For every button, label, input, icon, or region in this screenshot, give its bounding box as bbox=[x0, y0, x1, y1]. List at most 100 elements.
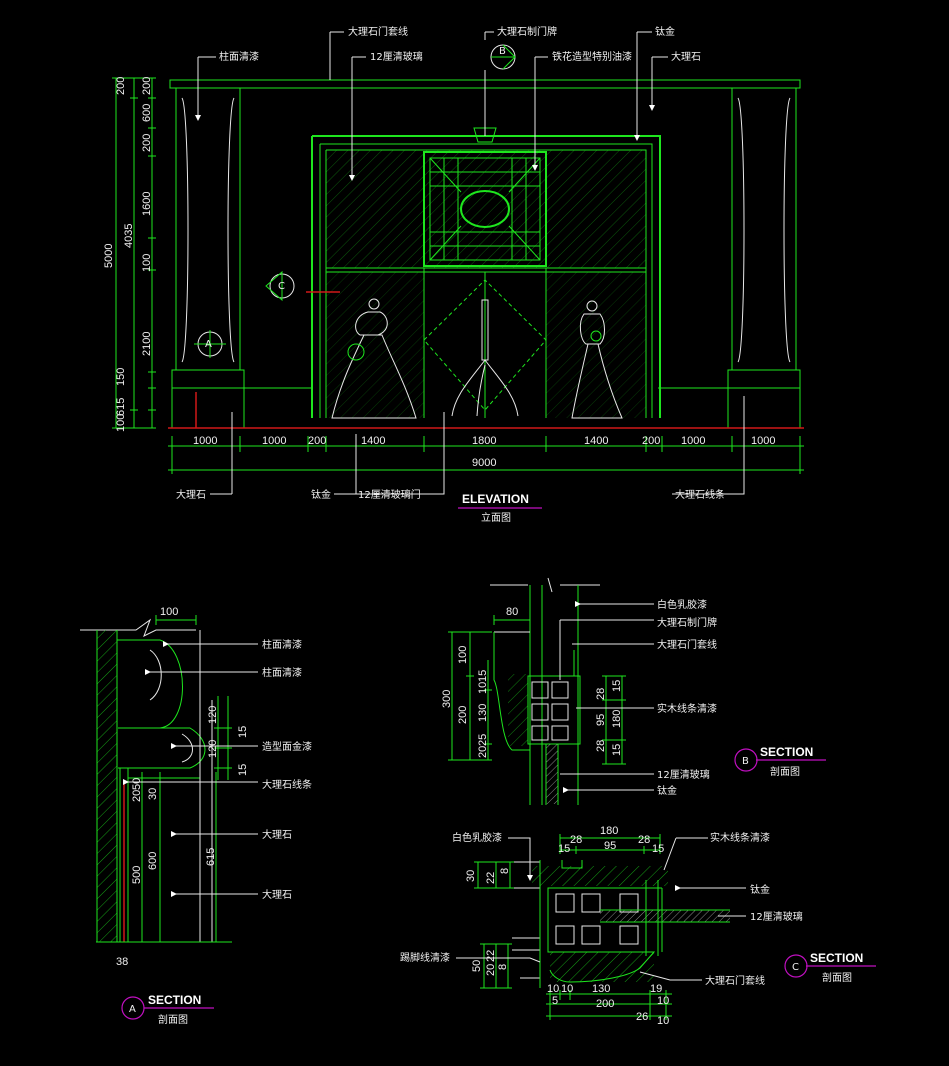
svg-text:12厘清玻璃: 12厘清玻璃 bbox=[657, 768, 710, 781]
svg-text:20: 20 bbox=[485, 964, 497, 976]
svg-text:1600: 1600 bbox=[141, 192, 153, 216]
svg-text:10: 10 bbox=[477, 682, 489, 694]
elevation-bottom-dimensions bbox=[168, 436, 804, 474]
ironwork-panel bbox=[423, 151, 547, 267]
svg-text:10: 10 bbox=[657, 1015, 669, 1027]
elevation-bottom-labels: 大理石 钛金 12厘清玻璃门 大理石线条 bbox=[176, 396, 745, 501]
svg-text:95: 95 bbox=[595, 714, 607, 726]
svg-text:B: B bbox=[499, 46, 506, 57]
bride-figure-left bbox=[331, 298, 417, 419]
svg-text:1400: 1400 bbox=[361, 435, 385, 447]
svg-text:15: 15 bbox=[652, 843, 664, 855]
svg-text:钛金: 钛金 bbox=[657, 784, 677, 797]
svg-text:造型面金漆: 造型面金漆 bbox=[262, 740, 312, 753]
svg-text:200: 200 bbox=[141, 77, 153, 95]
svg-text:500: 500 bbox=[131, 866, 143, 884]
svg-text:1400: 1400 bbox=[584, 435, 608, 447]
svg-text:15: 15 bbox=[611, 744, 623, 756]
svg-text:80: 80 bbox=[506, 606, 518, 618]
svg-text:4035: 4035 bbox=[123, 224, 135, 248]
svg-text:实木线条清漆: 实木线条清漆 bbox=[657, 702, 717, 715]
section-c-drawing: 180 15 28 95 28 15 30 22 8 50 20 22 8 10… bbox=[400, 825, 876, 1027]
svg-text:180: 180 bbox=[600, 825, 618, 837]
svg-text:钛金: 钛金 bbox=[311, 488, 331, 501]
svg-text:实木线条清漆: 实木线条清漆 bbox=[710, 831, 770, 844]
svg-text:大理石: 大理石 bbox=[262, 828, 292, 841]
svg-text:C: C bbox=[278, 281, 285, 292]
door-frame bbox=[311, 135, 661, 418]
svg-text:100: 100 bbox=[115, 414, 127, 432]
left-column bbox=[175, 88, 241, 370]
svg-text:120: 120 bbox=[207, 740, 219, 758]
section-a-subtitle: 剖面图 bbox=[158, 1013, 188, 1026]
svg-text:2100: 2100 bbox=[141, 332, 153, 356]
svg-text:200: 200 bbox=[141, 134, 153, 152]
svg-text:1000: 1000 bbox=[262, 435, 286, 447]
svg-text:8: 8 bbox=[497, 964, 509, 970]
svg-text:20: 20 bbox=[477, 746, 489, 758]
svg-text:200: 200 bbox=[457, 706, 469, 724]
bride-figure-right bbox=[571, 300, 623, 419]
svg-text:铁花造型特别油漆: 铁花造型特别油漆 bbox=[552, 50, 632, 63]
svg-text:12厘清玻璃门: 12厘清玻璃门 bbox=[358, 488, 421, 501]
svg-text:200: 200 bbox=[308, 435, 326, 447]
svg-text:12厘清玻璃: 12厘清玻璃 bbox=[750, 910, 803, 923]
elevation-drawing: B C A 200 200 600 200 1600 100 2100 150 bbox=[103, 25, 804, 524]
svg-text:大理石: 大理石 bbox=[176, 488, 206, 501]
svg-text:A: A bbox=[205, 339, 212, 350]
svg-text:钛金: 钛金 bbox=[750, 883, 770, 896]
svg-text:A: A bbox=[129, 1004, 136, 1015]
svg-text:28: 28 bbox=[638, 834, 650, 846]
svg-text:19: 19 bbox=[650, 983, 662, 995]
section-c-subtitle: 剖面图 bbox=[822, 971, 852, 984]
svg-text:白色乳胶漆: 白色乳胶漆 bbox=[657, 598, 707, 611]
svg-text:12厘清玻璃: 12厘清玻璃 bbox=[370, 50, 423, 63]
svg-text:柱面清漆: 柱面清漆 bbox=[219, 50, 259, 63]
svg-text:钛金: 钛金 bbox=[655, 25, 675, 38]
svg-text:大理石门套线: 大理石门套线 bbox=[705, 974, 765, 987]
section-a-drawing: 100 120 15 120 15 20 50 30 500 600 615 3… bbox=[80, 606, 312, 1026]
svg-text:5000: 5000 bbox=[103, 244, 115, 268]
svg-text:28: 28 bbox=[595, 740, 607, 752]
svg-text:15: 15 bbox=[611, 680, 623, 692]
marker-c: C bbox=[265, 270, 295, 302]
svg-text:踢脚线清漆: 踢脚线清漆 bbox=[400, 951, 450, 964]
svg-text:38: 38 bbox=[116, 956, 128, 968]
marker-b: B bbox=[484, 44, 516, 136]
svg-text:15: 15 bbox=[477, 670, 489, 682]
svg-text:15: 15 bbox=[237, 726, 249, 738]
svg-text:30: 30 bbox=[465, 870, 477, 882]
svg-text:大理石制门牌: 大理石制门牌 bbox=[657, 616, 717, 629]
svg-text:300: 300 bbox=[441, 690, 453, 708]
section-a-title: SECTION bbox=[148, 993, 201, 1007]
svg-text:C: C bbox=[792, 962, 799, 973]
svg-text:180: 180 bbox=[611, 710, 623, 728]
svg-text:130: 130 bbox=[477, 704, 489, 722]
door-sign bbox=[473, 127, 497, 143]
svg-text:大理石: 大理石 bbox=[671, 50, 701, 63]
svg-text:615: 615 bbox=[115, 398, 127, 416]
svg-text:200: 200 bbox=[115, 77, 127, 95]
svg-text:1000: 1000 bbox=[681, 435, 705, 447]
svg-text:10: 10 bbox=[561, 983, 573, 995]
svg-text:大理石线条: 大理石线条 bbox=[262, 778, 312, 791]
svg-text:柱面清漆: 柱面清漆 bbox=[262, 638, 302, 651]
elevation-title: ELEVATION bbox=[462, 492, 529, 506]
svg-text:30: 30 bbox=[147, 788, 159, 800]
svg-text:15: 15 bbox=[558, 843, 570, 855]
svg-text:22: 22 bbox=[485, 872, 497, 884]
svg-text:28: 28 bbox=[595, 688, 607, 700]
svg-text:28: 28 bbox=[570, 834, 582, 846]
svg-text:B: B bbox=[742, 756, 749, 767]
svg-text:10: 10 bbox=[547, 983, 559, 995]
svg-text:600: 600 bbox=[147, 852, 159, 870]
svg-text:白色乳胶漆: 白色乳胶漆 bbox=[452, 831, 502, 844]
svg-text:大理石: 大理石 bbox=[262, 888, 292, 901]
svg-text:22: 22 bbox=[485, 950, 497, 962]
svg-text:柱面清漆: 柱面清漆 bbox=[262, 666, 302, 679]
svg-text:1000: 1000 bbox=[193, 435, 217, 447]
svg-text:9000: 9000 bbox=[472, 457, 496, 469]
section-c-title: SECTION bbox=[810, 951, 863, 965]
svg-text:20: 20 bbox=[131, 790, 143, 802]
